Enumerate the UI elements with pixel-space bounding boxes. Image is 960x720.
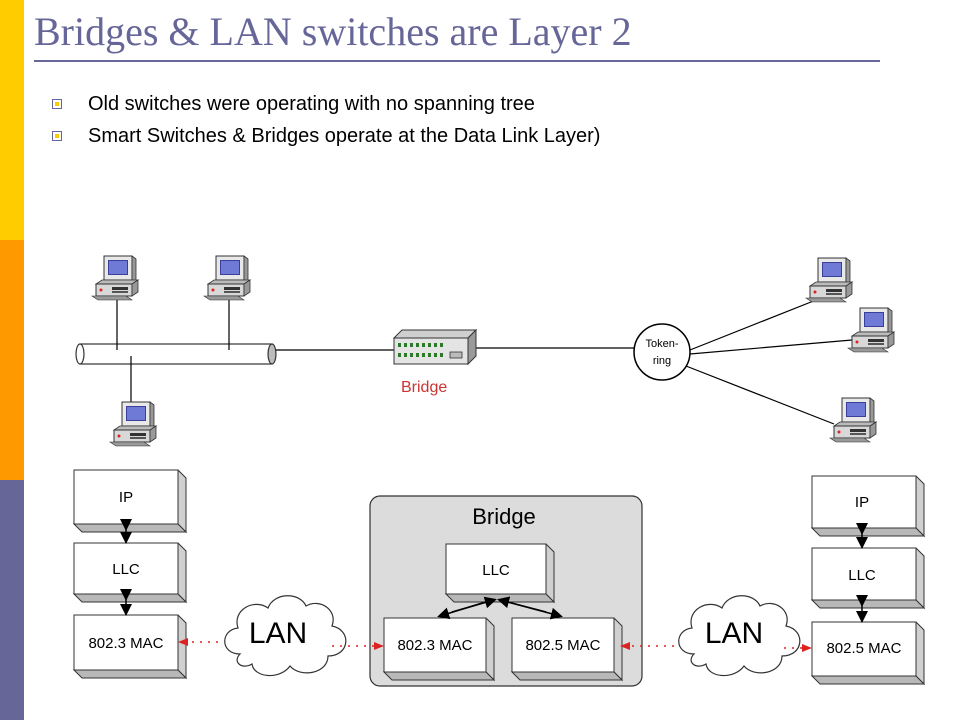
token-ring-node [633, 323, 691, 381]
computer-icon [829, 397, 877, 443]
arrowhead-icon [374, 642, 384, 650]
computer-icon [203, 255, 251, 301]
arrowhead-icon [178, 638, 188, 646]
bridge-mac-right-box [510, 617, 624, 682]
bridge-llc-label: LLC [482, 562, 510, 579]
lan-right-label: LAN [705, 617, 763, 650]
left-ip-label: IP [119, 489, 133, 506]
bullet-text: Smart Switches & Bridges operate at the … [88, 125, 601, 147]
ethernet-bus [75, 343, 277, 365]
bridge-device-label: Bridge [401, 379, 447, 396]
slide-title: Bridges & LAN switches are Layer 2 [34, 9, 632, 54]
left-ip-box [72, 469, 188, 534]
bridge-mac-right-label: 802.5 MAC [525, 637, 600, 654]
token-ring-label: Token- [645, 338, 678, 350]
computer-icon [109, 401, 157, 447]
right-mac-box [810, 621, 926, 686]
bullet-text: Old switches were operating with no span… [88, 93, 535, 115]
square-bullet-icon [52, 131, 62, 141]
sidebar-orange [0, 240, 24, 480]
left-llc-label: LLC [112, 561, 140, 578]
arrowhead-icon [802, 644, 812, 652]
left-llc-box [72, 542, 188, 604]
left-mac-label: 802.3 MAC [88, 635, 163, 652]
title-underline [34, 60, 880, 62]
right-ip-label: IP [855, 494, 869, 511]
sidebar-yellow [0, 0, 24, 240]
token-ring-label: ring [653, 355, 671, 367]
right-llc-label: LLC [848, 567, 876, 584]
left-mac-box [72, 614, 188, 680]
bridge-mac-left-label: 802.3 MAC [397, 637, 472, 654]
bridge-llc-box [444, 543, 556, 604]
right-llc-box [810, 547, 926, 610]
computer-icon [805, 257, 853, 303]
arrowhead-icon [620, 642, 630, 650]
computer-icon [91, 255, 139, 301]
lan-left-label: LAN [249, 617, 307, 650]
square-bullet-icon [52, 99, 62, 109]
bullet-item: Old switches were operating with no span… [48, 88, 600, 120]
right-mac-label: 802.5 MAC [826, 640, 901, 657]
bridge-device-icon [392, 328, 478, 366]
computer-icon [847, 307, 895, 353]
bridge-mac-left-box [382, 617, 496, 682]
bridge-panel-title: Bridge [472, 504, 536, 529]
bullet-list: Old switches were operating with no span… [48, 88, 600, 152]
sidebar-purple [0, 480, 24, 720]
bullet-item: Smart Switches & Bridges operate at the … [48, 120, 600, 152]
